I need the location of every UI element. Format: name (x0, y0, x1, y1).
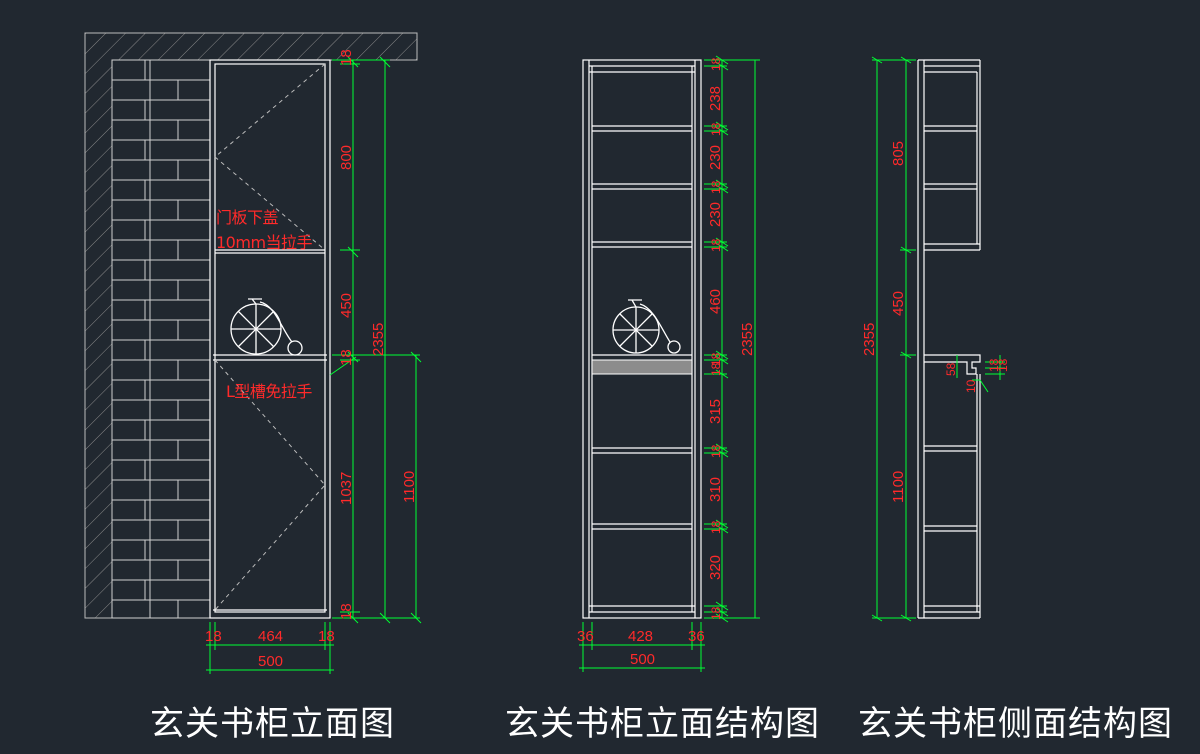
dim-struct-segment: 18 (709, 444, 723, 458)
dim-struct-segment: 315 (707, 399, 724, 424)
side-structure-view (871, 56, 1005, 622)
wall-section (84, 32, 418, 619)
elevation-structure-view (579, 55, 760, 672)
dim-side-groove-18a: 18 (987, 358, 1001, 372)
note-door-overlap: 门板下盖 (216, 208, 279, 227)
door-swing-lines (214, 63, 326, 611)
dim-struct-segment: 320 (707, 555, 724, 580)
dim-side-groove-10: 10 (964, 379, 978, 393)
caption-elevation: 玄关书柜立面图 (150, 704, 395, 744)
dim-struct-segment: 18 (709, 606, 723, 620)
dim-side-805: 805 (890, 141, 907, 166)
dim-struct-w-36-left: 36 (577, 628, 594, 645)
elevation-vertical-dimensions (329, 56, 422, 624)
dim-struct-w-428: 428 (628, 628, 653, 645)
note-door-pull: 10mm当拉手 (216, 233, 313, 252)
dim-struct-segment: 18 (709, 352, 723, 366)
bicycle-icon (230, 298, 303, 356)
dim-struct-total-2355: 2355 (739, 323, 756, 356)
dim-elev-bottom-18: 18 (338, 603, 355, 620)
dim-struct-segment: 18 (709, 362, 723, 376)
cabinet-structure (582, 59, 702, 619)
dim-struct-segment: 230 (707, 145, 724, 170)
dim-elev-800: 800 (338, 145, 355, 170)
elevation-horizontal-dimensions (206, 622, 334, 674)
dim-struct-segment: 238 (707, 86, 724, 111)
dim-elev-total-500: 500 (258, 653, 283, 670)
structure-dimension-ticks (704, 55, 729, 623)
dim-struct-segment: 18 (709, 57, 723, 71)
cabinet-elevation (209, 59, 331, 619)
dim-elev-mid-18: 18 (338, 349, 355, 366)
dim-elev-w-464: 464 (258, 628, 283, 645)
dim-struct-segment: 230 (707, 202, 724, 227)
brick-wall (111, 59, 211, 619)
side-vertical-dimensions (871, 56, 1005, 622)
note-l-groove: L型槽免拉手 (226, 382, 312, 401)
dim-struct-segment: 460 (707, 289, 724, 314)
dim-struct-segment: 18 (709, 238, 723, 252)
dim-side-groove-18b: 18 (996, 358, 1010, 372)
dim-elev-w-right-18: 18 (318, 628, 335, 645)
dim-struct-segment: 18 (709, 122, 723, 136)
l-groove-panel (591, 359, 693, 375)
dim-elev-w-left-18: 18 (205, 628, 222, 645)
dim-side-total-2355: 2355 (861, 323, 878, 356)
dim-side-1100: 1100 (890, 471, 907, 503)
caption-side-structure: 玄关书柜侧面结构图 (858, 704, 1173, 744)
dim-struct-w-36-right: 36 (688, 628, 705, 645)
dim-side-450: 450 (890, 291, 907, 316)
dim-struct-segment: 310 (707, 477, 724, 502)
dim-elev-450: 450 (338, 293, 355, 318)
dim-struct-total-500: 500 (630, 651, 655, 668)
dim-struct-segment: 18 (709, 520, 723, 534)
dim-elev-1100: 1100 (401, 471, 418, 503)
dim-elev-top-18: 18 (338, 49, 355, 66)
caption-elevation-structure: 玄关书柜立面结构图 (505, 704, 820, 744)
dim-struct-segment: 18 (709, 180, 723, 194)
structure-horizontal-dimensions (579, 622, 705, 672)
dim-elev-total-2355: 2355 (370, 323, 387, 356)
bicycle-icon (612, 299, 681, 354)
elevation-view (84, 32, 422, 674)
cabinet-side (917, 59, 981, 619)
dim-side-groove-58: 58 (944, 362, 958, 376)
dim-elev-1037: 1037 (338, 472, 355, 505)
